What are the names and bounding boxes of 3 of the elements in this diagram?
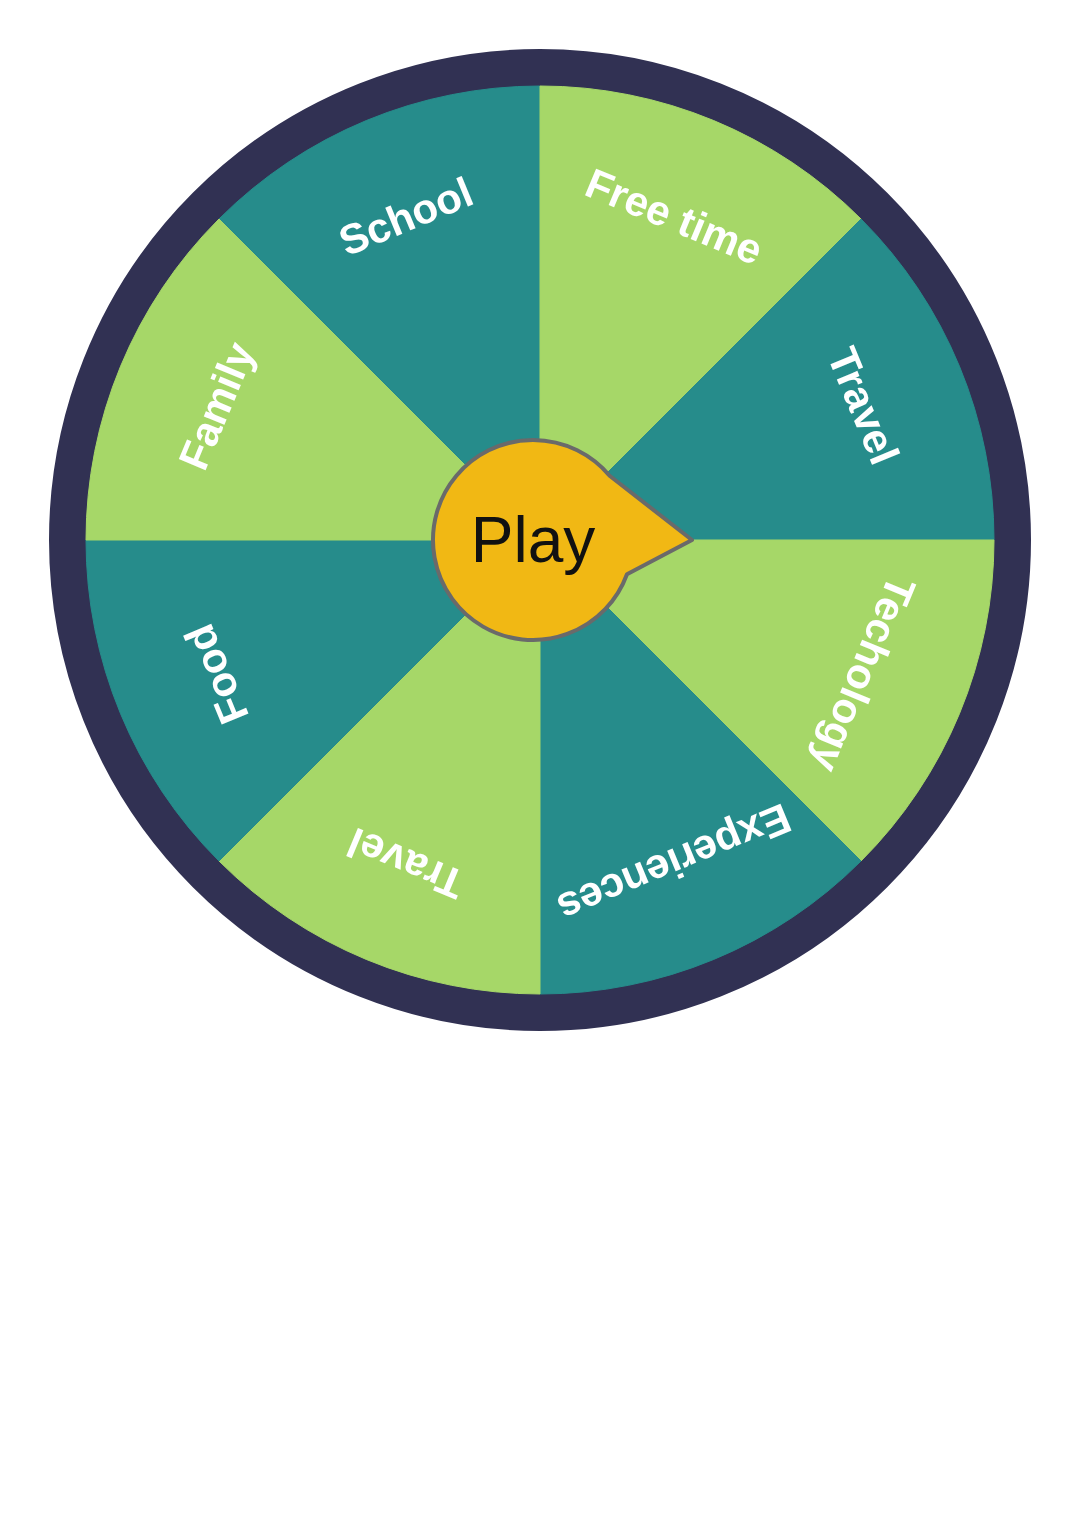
segment-label: Free time (579, 161, 769, 272)
segment-label: Travel (820, 341, 906, 471)
segment-label: Food (177, 618, 256, 730)
